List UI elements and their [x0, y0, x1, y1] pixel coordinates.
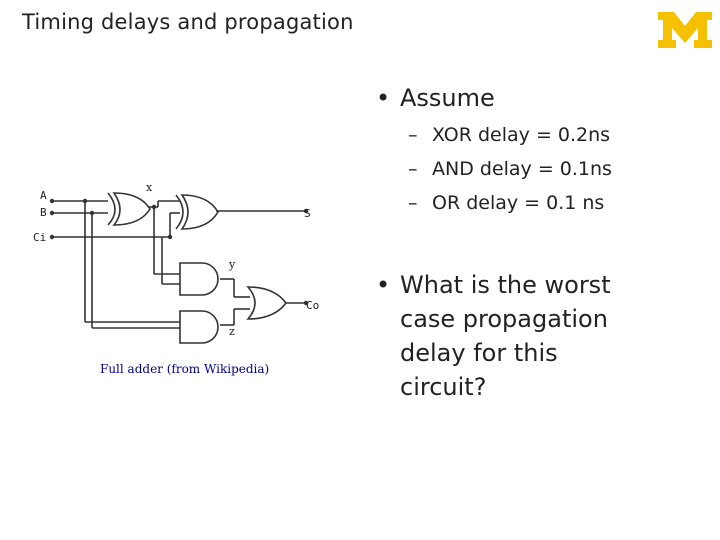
question-text: What is the worst case propagation delay…: [400, 271, 611, 401]
input-label-ci: Ci: [33, 231, 46, 244]
node-label-z: z: [229, 325, 235, 338]
assume-text: Assume: [400, 84, 495, 112]
full-adder-circuit: A B Ci S Co x y z: [33, 181, 319, 344]
bullet-question: • What is the worst case propagation dela…: [376, 268, 676, 404]
input-label-b: B: [40, 206, 47, 219]
dash-icon: –: [408, 124, 418, 146]
university-logo: [658, 12, 712, 48]
and-delay-text: AND delay = 0.1ns: [432, 158, 612, 180]
sub-bullet-or: –OR delay = 0.1 ns: [408, 192, 604, 214]
sub-bullet-xor: –XOR delay = 0.2ns: [408, 124, 610, 146]
bullet-assume: • Assume: [376, 84, 495, 112]
circuit-caption: Full adder (from Wikipedia): [100, 362, 270, 376]
bullet-dot-icon: •: [376, 84, 391, 112]
input-label-a: A: [40, 189, 47, 202]
or-delay-text: OR delay = 0.1 ns: [432, 192, 605, 214]
dash-icon: –: [408, 192, 418, 214]
sub-bullet-and: –AND delay = 0.1ns: [408, 158, 612, 180]
node-label-x: x: [146, 181, 153, 194]
bullet-dot-icon: •: [376, 271, 391, 299]
node-label-y: y: [228, 258, 236, 271]
xor-delay-text: XOR delay = 0.2ns: [432, 124, 611, 146]
slide-title: Timing delays and propagation: [22, 10, 354, 34]
dash-icon: –: [408, 158, 418, 180]
output-label-co: Co: [306, 299, 319, 312]
output-label-s: S: [304, 207, 311, 220]
